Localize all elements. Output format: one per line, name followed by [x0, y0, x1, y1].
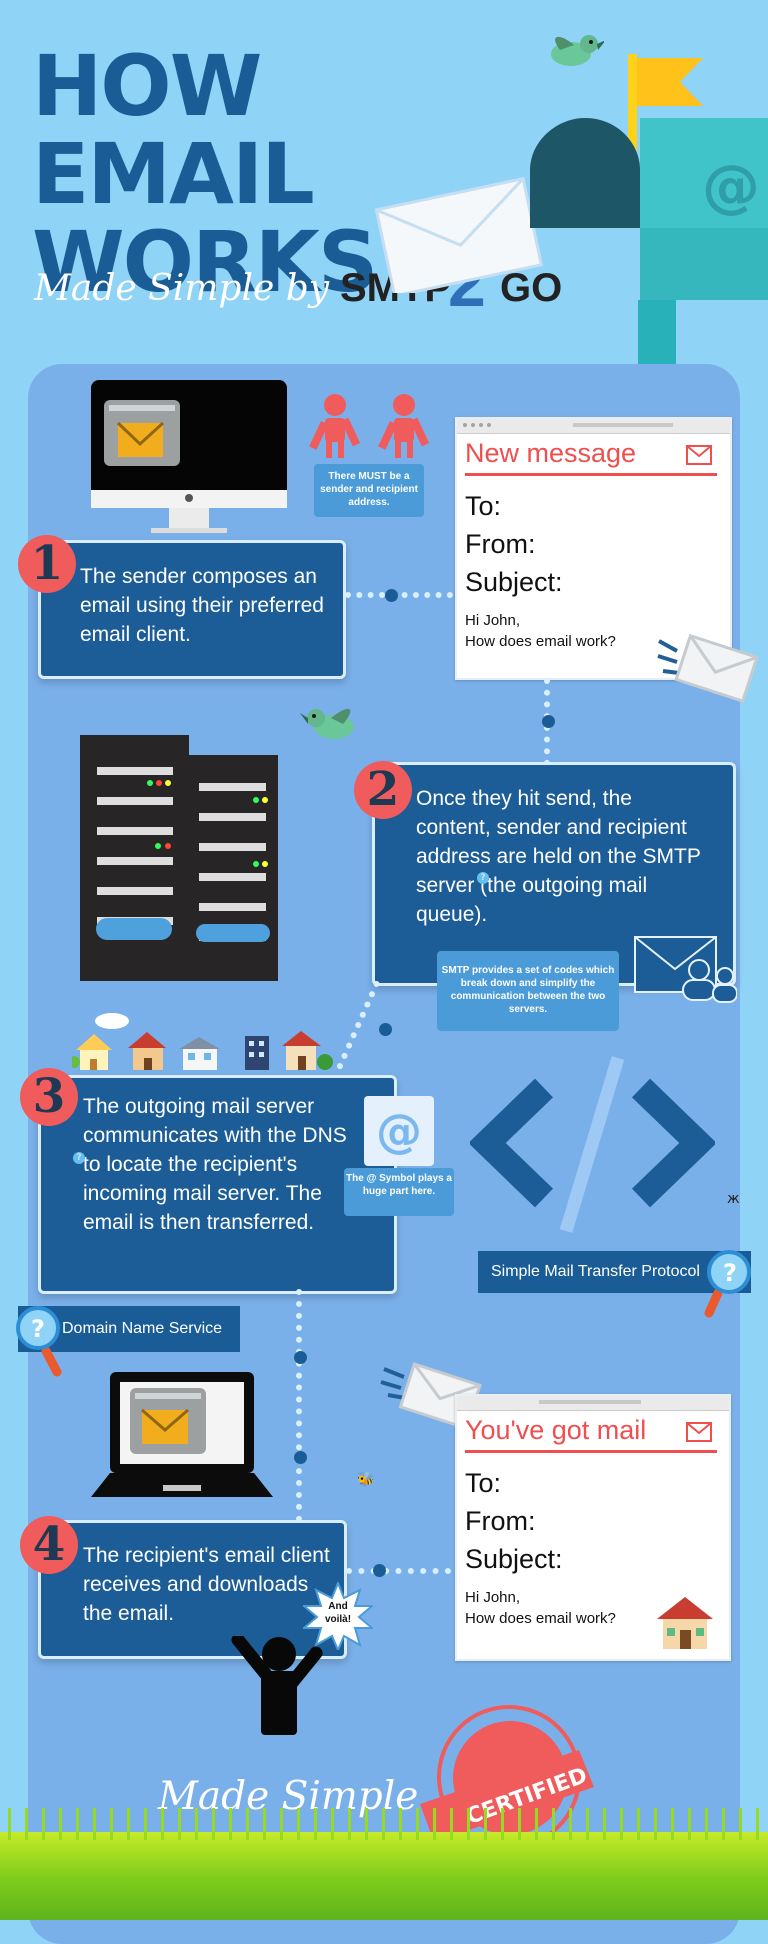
to-label-2: To: — [465, 1468, 502, 1498]
connector-dot-2 — [542, 715, 555, 728]
magnifier-icon: ? — [704, 1250, 751, 1318]
page-title-line1: HOW EMAIL — [32, 37, 315, 223]
step-1-text: The sender composes an email using their… — [80, 565, 324, 646]
bee-icon: 🐝 — [357, 1472, 375, 1488]
connector-5 — [346, 1568, 451, 1574]
mail-body-line-2: How does email work? — [465, 633, 616, 650]
smtp-label-text: Simple Mail Transfer Protocol — [491, 1263, 700, 1280]
subject-label: Subject: — [465, 567, 563, 597]
voila-burst-icon — [303, 1582, 373, 1650]
large-envelope-icon — [374, 176, 544, 293]
step-1-number: 1 — [18, 535, 76, 593]
connector-dot-4 — [294, 1351, 307, 1364]
step-3-number: 3 — [20, 1068, 78, 1126]
houses-icon — [72, 1013, 333, 1070]
step-1-box — [38, 540, 346, 679]
svg-text:?: ? — [31, 1315, 45, 1343]
envelope-people-icon — [634, 936, 737, 1003]
envelope-icon[interactable] — [685, 444, 713, 466]
received-mail-window: You've got mail To: From: Subject: Hi Jo… — [455, 1394, 731, 1661]
page-title: HOW EMAIL WORKS — [32, 42, 552, 306]
server-racks-icon — [80, 735, 278, 981]
dns-label-text: Domain Name Service — [62, 1320, 223, 1337]
envelope-flying-icon — [657, 633, 759, 703]
connector-dot-5 — [294, 1451, 307, 1464]
laptop-with-email-icon — [91, 1372, 273, 1497]
step-3-text: The outgoing mail server communicates wi… — [83, 1095, 347, 1234]
to-label: To: — [465, 491, 502, 521]
magnifier-icon-2: ? — [16, 1306, 62, 1377]
connector-4 — [296, 1289, 302, 1534]
bug-icon: ж — [727, 1191, 740, 1207]
subject-label-2: Subject: — [465, 1544, 563, 1574]
bird-icon — [551, 35, 604, 66]
house-icon — [657, 1597, 713, 1649]
window-titlebar-2 — [457, 1396, 729, 1411]
smtp-label: Simple Mail Transfer Protocol — [478, 1251, 751, 1293]
step-4-text: The recipient's email client receives an… — [83, 1544, 330, 1625]
brand-logo-go: GO — [500, 266, 563, 310]
note-at-symbol: The @ Symbol plays a huge part here. — [344, 1168, 454, 1216]
note-smtp-codes: SMTP provides a set of codes which break… — [437, 951, 619, 1031]
help-dot: ? — [477, 872, 489, 884]
two-people-icon — [309, 394, 430, 458]
code-brackets-icon — [470, 1056, 715, 1233]
svg-text:?: ? — [723, 1259, 737, 1287]
step-2-text: Once they hit send, the content, sender … — [416, 787, 701, 926]
from-label: From: — [465, 529, 536, 559]
step-4-number: 4 — [20, 1516, 78, 1574]
mailbox-icon: @ — [530, 54, 768, 364]
subtitle: Made Simple by — [34, 268, 330, 309]
received-mail-title: You've got mail — [465, 1415, 647, 1445]
from-label-2: From: — [465, 1506, 536, 1536]
envelope-icon-2[interactable] — [685, 1421, 713, 1443]
connector-dot-6 — [373, 1564, 386, 1577]
bird-icon-2 — [300, 708, 354, 739]
step-4-box — [38, 1520, 347, 1659]
new-message-window: New message To: From: Subject: Hi John, … — [455, 417, 732, 680]
connector-dot-1 — [385, 589, 398, 602]
connector-1 — [345, 592, 453, 598]
mail-body-line-1: Hi John, — [465, 612, 521, 629]
mail-body-line-3: Hi John, — [465, 1589, 521, 1606]
at-symbol-icon: @ — [364, 1096, 434, 1166]
svg-text:@: @ — [702, 152, 760, 220]
window-titlebar — [457, 419, 730, 434]
new-message-title: New message — [465, 438, 637, 468]
help-dot-2: ? — [73, 1152, 85, 1164]
page-title-line2: WORKS — [32, 213, 378, 311]
grass-decoration — [0, 1808, 768, 1920]
step-3-box — [38, 1075, 397, 1294]
mail-body-line-4: How does email work? — [465, 1610, 616, 1627]
arms-up-person-icon — [231, 1636, 323, 1735]
monitor-with-email-icon — [91, 380, 287, 533]
note-sender-recipient: There MUST be a sender and recipient add… — [314, 464, 424, 517]
connector-dot-3 — [379, 1023, 392, 1036]
voila-text: And voilà! — [324, 1601, 352, 1625]
step-2-number: 2 — [354, 761, 412, 819]
